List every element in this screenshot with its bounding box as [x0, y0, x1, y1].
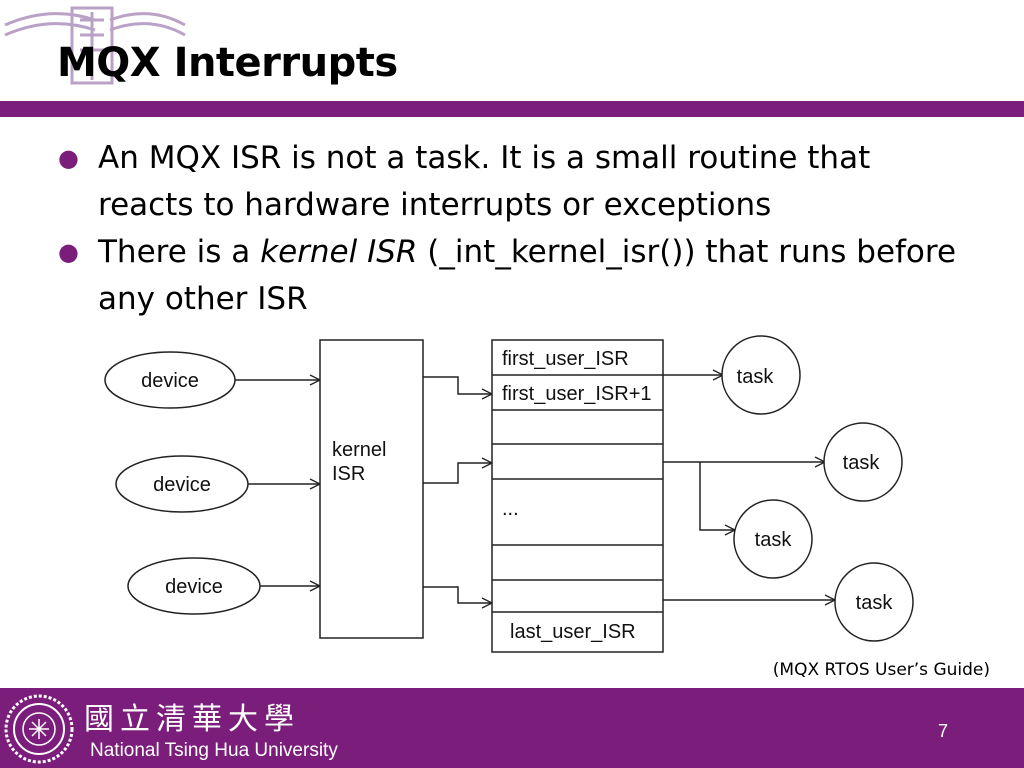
bullet-text-run: There is a	[98, 234, 261, 270]
task-node	[834, 562, 914, 642]
bullet-dot-icon: ●	[58, 144, 79, 172]
university-seal-icon	[4, 694, 74, 764]
task-node	[823, 422, 903, 502]
task-node	[733, 499, 813, 579]
source-caption: (MQX RTOS User’s Guide)	[772, 660, 990, 680]
university-name-chinese: 國立清華大學	[84, 702, 300, 737]
task-label: task	[755, 529, 793, 551]
bullet-item: ● There is a kernel ISR (_int_kernel_isr…	[58, 229, 958, 323]
bullet-list: ● An MQX ISR is not a task. It is a smal…	[58, 135, 958, 323]
bullet-item: ● An MQX ISR is not a task. It is a smal…	[58, 135, 958, 229]
footer-bar: 國立清華大學 National Tsing Hua University 7	[0, 688, 1024, 768]
interrupt-diagram: device device device kernel ISR first_us…	[104, 335, 914, 653]
task-node	[721, 335, 801, 415]
university-name-english: National Tsing Hua University	[90, 740, 338, 761]
bullet-text-run: (_int_kernel_isr()) that runs before any…	[98, 234, 957, 317]
bullet-text: An MQX ISR is not a task. It is a small …	[98, 140, 871, 223]
title-underline-bar	[0, 101, 1024, 117]
university-logo-watermark	[4, 6, 186, 85]
isr-table-row-label: last_user_ISR	[510, 621, 636, 643]
bullet-dot-icon: ●	[58, 238, 79, 266]
device-label: device	[153, 474, 211, 496]
kernel-isr-box	[319, 339, 424, 639]
task-label: task	[843, 452, 881, 474]
isr-table-row-label: first_user_ISR+1	[502, 383, 652, 405]
kernel-label: kernel	[332, 439, 386, 461]
device-label: device	[165, 576, 223, 598]
isr-table-row-label: ...	[502, 498, 519, 520]
page-number: 7	[938, 721, 949, 741]
device-label: device	[141, 370, 199, 392]
isr-table	[491, 339, 664, 653]
kernel-label: ISR	[332, 463, 365, 485]
task-label: task	[856, 592, 894, 614]
bullet-text-italic: kernel ISR	[260, 234, 418, 270]
task-label: task	[737, 366, 775, 388]
slide-title: MQX Interrupts	[57, 40, 398, 86]
isr-table-row-label: first_user_ISR	[502, 348, 629, 370]
